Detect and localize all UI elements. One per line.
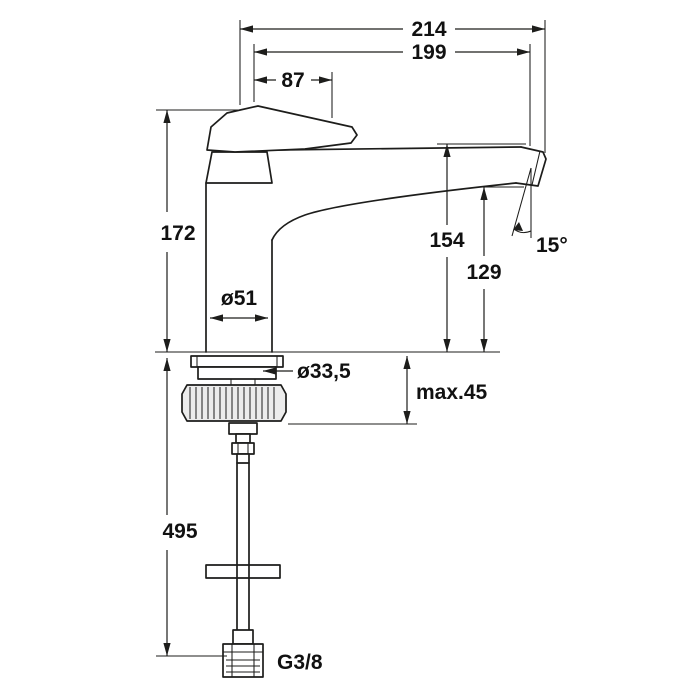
dim-spout-reach: 199 (254, 41, 530, 64)
dim-overall-depth: 214 (240, 18, 545, 41)
seal-washer-ticks (196, 356, 278, 367)
dim-thread-size-label: G3/8 (277, 651, 323, 674)
dim-lever-length-label: 87 (281, 69, 304, 92)
dim-max-deck-thickness: max.45 (403, 356, 488, 424)
dim-body-diameter-label: ø51 (221, 287, 258, 310)
lever-handle (206, 105, 358, 153)
dim-shank-diameter-label: ø33,5 (297, 360, 351, 383)
dim-total-height: 172 (160, 110, 196, 352)
dim-total-height-label: 172 (160, 222, 195, 245)
dim-hose-length: 495 (162, 358, 198, 656)
supply-hose (236, 462, 250, 646)
mounting-nut (181, 384, 287, 422)
mounting-parts-group (181, 355, 287, 678)
seal-washer-upper (190, 355, 284, 368)
spout-underside (271, 182, 517, 241)
dim-spout-top-height-label: 154 (429, 229, 464, 252)
dim-outlet-angle-label: 15° (536, 234, 568, 257)
dim-max-deck-thickness-label: max.45 (416, 381, 488, 404)
dim-shank-diameter: ø33,5 (263, 360, 351, 383)
mounting-nut-knurling (189, 387, 275, 419)
shank-lines (230, 379, 256, 385)
connector-taper (236, 453, 250, 464)
cartridge-cap (205, 151, 273, 184)
hose-nut-ridges (223, 651, 263, 673)
connector-upper (228, 422, 258, 435)
dimension-annotations: 214 199 87 172 154 (156, 18, 568, 674)
dim-hose-length-label: 495 (162, 520, 197, 543)
extension-lines (156, 20, 546, 657)
dim-body-diameter: ø51 (210, 287, 268, 322)
fixing-plate (205, 564, 281, 579)
dim-outlet-angle: 15° (511, 167, 568, 257)
aerator-inner-line (531, 150, 541, 186)
connector-neck (235, 433, 251, 444)
faucet-outline-group (155, 105, 547, 353)
dim-spout-reach-label: 199 (411, 41, 446, 64)
hose-collar (232, 629, 254, 645)
dim-thread-size: G3/8 (277, 651, 323, 674)
connector-hex-flats (237, 443, 249, 454)
connector-hex (231, 442, 255, 455)
dim-spout-top-height: 154 (429, 144, 465, 352)
dim-lever-length: 87 (254, 69, 332, 92)
spout-top-edge (275, 146, 522, 151)
seal-washer-lower (197, 366, 277, 380)
dim-overall-depth-label: 214 (411, 18, 446, 41)
dim-outlet-height-label: 129 (466, 261, 501, 284)
dim-outlet-height: 129 (466, 187, 502, 352)
